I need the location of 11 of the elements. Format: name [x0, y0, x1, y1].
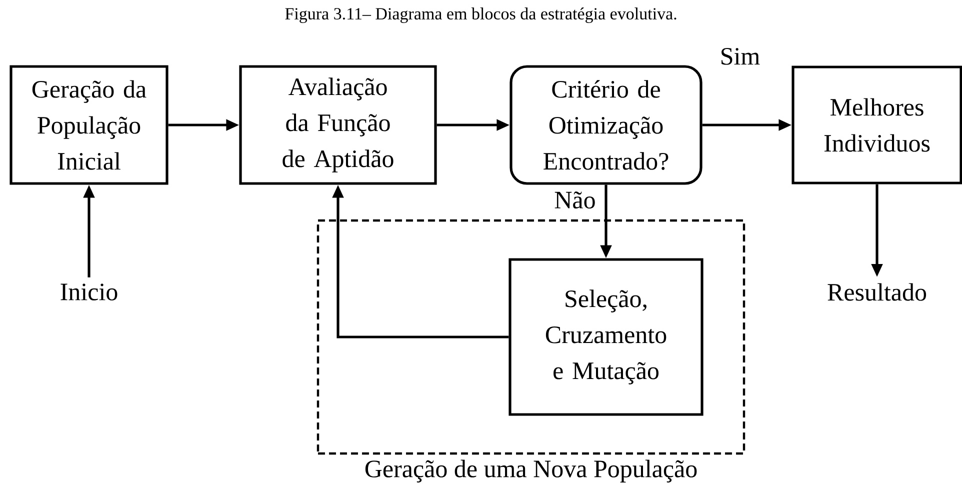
process-box: Geração da População Inicial [10, 65, 168, 185]
process-box: Avaliação da Função de Aptidão [239, 65, 437, 185]
decision-box: Critério de Otimização Encontrado? [510, 65, 702, 185]
figure-title: Figura 3.11– Diagrama em blocos da estratégia evolutiva. [285, 8, 676, 24]
terminal-text: Resultado [828, 283, 926, 301]
node-label: Geração de uma Nova População [365, 460, 697, 482]
terminal-text: Inicio [60, 284, 118, 300]
edge-label: Não [553, 190, 597, 210]
process-box: Melhores Individuos [792, 66, 962, 184]
edge-label: Sim [718, 47, 762, 66]
process-box: Seleção, Cruzamento e Mutação [508, 258, 704, 416]
